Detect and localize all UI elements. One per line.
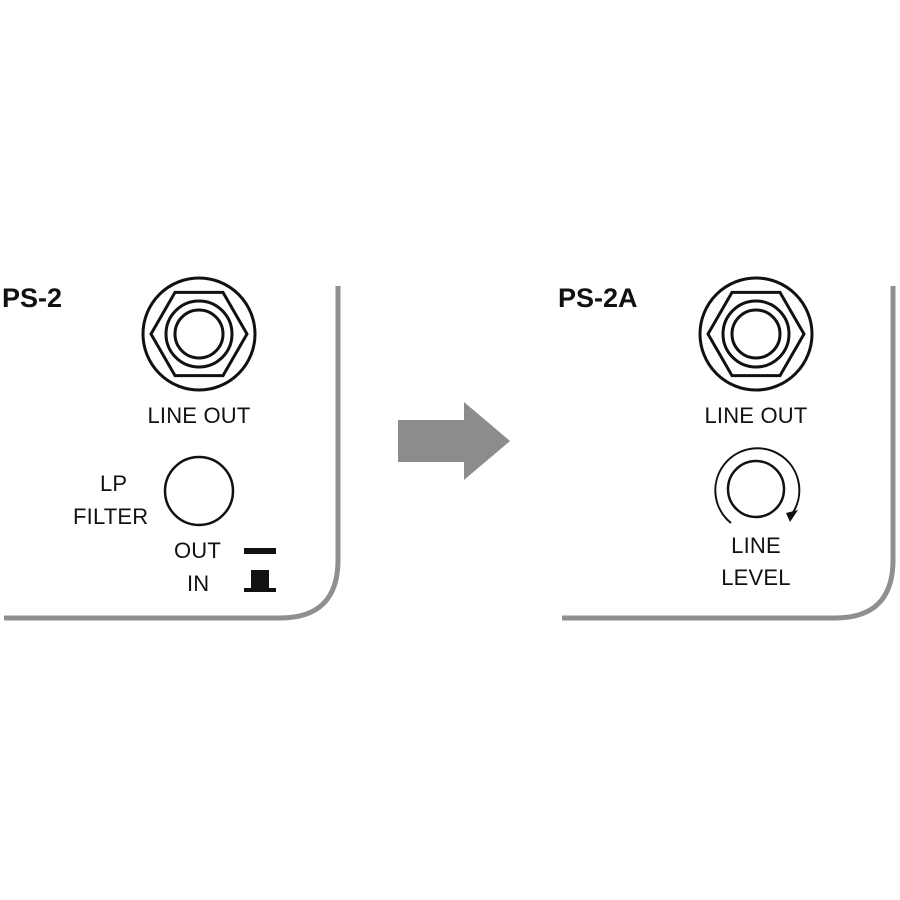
rotation-arc-icon	[714, 447, 801, 524]
line-level-label-line1: LINE	[731, 533, 781, 558]
ps2-line-out-label: LINE OUT	[147, 403, 251, 428]
switch-out-label: OUT	[174, 538, 222, 563]
switch-out-indicator-icon	[244, 548, 276, 554]
ps2a-title: PS-2A	[558, 283, 638, 313]
ps2a-panel-border	[562, 286, 896, 621]
ps2a-line-out-label: LINE OUT	[704, 403, 808, 428]
ps2-panel-border	[4, 286, 341, 621]
line-level-label-line2: LEVEL	[721, 565, 791, 590]
lp-filter-knob[interactable]	[163, 455, 235, 527]
lp-filter-label-line1: LP	[100, 471, 128, 496]
transition-arrow-icon	[398, 402, 510, 480]
ps2a-line-out-jack-icon	[698, 276, 814, 392]
line-level-knob[interactable]	[726, 459, 786, 519]
switch-in-label: IN	[187, 571, 210, 596]
ps2-title: PS-2	[2, 283, 63, 313]
switch-in-indicator-icon	[244, 570, 276, 592]
rotation-arrowhead-icon	[786, 510, 798, 522]
lp-filter-label-line2: FILTER	[73, 504, 149, 529]
ps2-line-out-jack-icon	[141, 276, 257, 392]
